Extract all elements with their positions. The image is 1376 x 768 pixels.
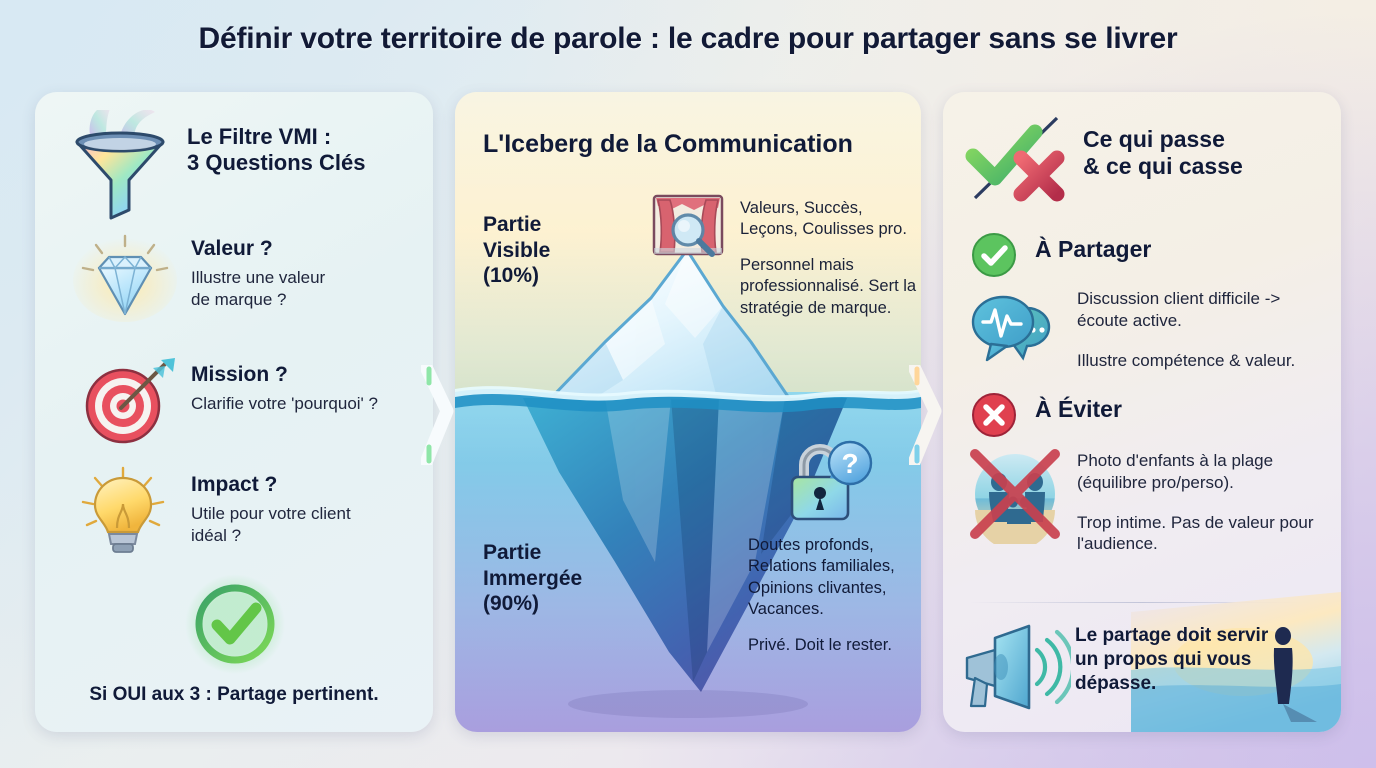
partie-visible-l1: Partie (483, 213, 542, 236)
valeur-title: Valeur ? (191, 237, 273, 260)
partie-immergee-l2: Immergée (483, 566, 583, 590)
vmi-item-valeur: Valeur ? Illustre une valeur de marque ? (65, 230, 421, 322)
crossed-beach-photo-icon (961, 444, 1073, 550)
partie-visible-l2: Visible (483, 238, 551, 262)
right-header-row: Ce qui passe & ce qui casse (961, 110, 1327, 210)
a-eviter-row: À Éviter (961, 392, 1327, 438)
a-partager-row: À Partager (961, 232, 1327, 278)
iceberg-illustration (455, 92, 921, 732)
red-cross-circle-icon (961, 392, 1027, 438)
vmi-header-row: Le Filtre VMI : 3 Questions Clés (65, 105, 421, 220)
stage-magnifier-icon (650, 190, 726, 267)
green-check-circle-icon (183, 572, 287, 681)
vmi-header-line1: Le Filtre VMI : (187, 124, 332, 149)
section-divider (969, 602, 1315, 603)
right-header-line2: & ce qui casse (1083, 153, 1243, 180)
connector-arrow-right (909, 365, 947, 465)
diamond-icon (65, 230, 185, 322)
vmi-footer-text: Si OUI aux 3 : Partage pertinent. (89, 684, 379, 705)
valeur-body-2: de marque ? (191, 289, 287, 309)
vmi-item-mission: Mission ? Clarifie votre 'pourquoi' ? (65, 354, 421, 446)
a-partager-body-1: Discussion client difficile -> écoute ac… (1077, 289, 1281, 330)
page-title: Définir votre territoire de parole : le … (198, 22, 1178, 55)
impact-title: Impact ? (191, 473, 278, 496)
panel-iceberg: L'Iceberg de la Communication Partie Vis… (455, 92, 921, 732)
final-line-3: dépasse. (1075, 672, 1157, 694)
final-line-1: Le partage doit servir (1075, 625, 1269, 646)
partie-immergee-text-1: Doutes profonds, Relations familiales, O… (748, 536, 895, 619)
final-line-2: un propos qui vous (1075, 648, 1252, 670)
speech-bubbles-pulse-icon (961, 284, 1073, 370)
horizon-figure-illustration (1131, 592, 1341, 732)
megaphone-icon (961, 616, 1076, 712)
partie-immergee-label: Partie Immergée (90%) (483, 540, 582, 617)
a-eviter-body-1: Photo d'enfants à la plage (équilibre pr… (1077, 451, 1274, 492)
vmi-header-line2: 3 Questions Clés (187, 149, 366, 175)
mission-body-1: Clarifie votre 'pourquoi' ? (191, 394, 378, 414)
funnel-icon (59, 105, 179, 220)
partie-immergee-l3: (90%) (483, 592, 540, 616)
a-partager-detail-row: Discussion client difficile -> écoute ac… (961, 284, 1327, 371)
partie-visible-text-1: Valeurs, Succès, Leçons, Coulisses pro. (740, 199, 907, 239)
vmi-item-impact: Impact ? Utile pour votre client idéal ? (65, 462, 421, 562)
panel-filtre-vmi: Le Filtre VMI : 3 Questions Clés (35, 92, 433, 732)
a-partager-title: À Partager (1035, 236, 1152, 262)
impact-body-2: idéal ? (191, 525, 242, 545)
a-eviter-body-2: Trop intime. Pas de valeur pour l'audien… (1077, 512, 1314, 554)
a-partager-body-2: Illustre compétence & valeur. (1077, 350, 1296, 370)
a-eviter-title: À Éviter (1035, 396, 1122, 422)
partie-visible-text-2: Personnel mais professionnalisé. Sert la… (740, 256, 917, 317)
partie-immergee-l1: Partie (483, 541, 542, 564)
green-check-circle-icon (961, 232, 1027, 278)
impact-body-1: Utile pour votre client (191, 504, 351, 524)
check-cross-icon (961, 110, 1079, 210)
partie-immergee-text-2: Privé. Doit le rester. (748, 636, 892, 654)
lock-question-icon: ? (778, 440, 874, 529)
partie-visible-l3: (10%) (483, 264, 540, 288)
valeur-body-1: Illustre une valeur (191, 268, 326, 288)
iceberg-title: L'Iceberg de la Communication (483, 130, 853, 158)
lightbulb-icon (65, 462, 185, 562)
svg-text:?: ? (841, 448, 858, 479)
a-eviter-detail-row: Photo d'enfants à la plage (équilibre pr… (961, 444, 1327, 555)
connector-arrow-left (421, 365, 459, 465)
target-icon (65, 354, 185, 446)
panel-ce-qui-passe: Ce qui passe & ce qui casse À Partager (943, 92, 1341, 732)
mission-title: Mission ? (191, 363, 288, 386)
right-header-line1: Ce qui passe (1083, 126, 1225, 152)
partie-visible-label: Partie Visible (10%) (483, 212, 550, 289)
final-message-row: Le partage doit servir un propos qui vou… (961, 616, 1327, 712)
